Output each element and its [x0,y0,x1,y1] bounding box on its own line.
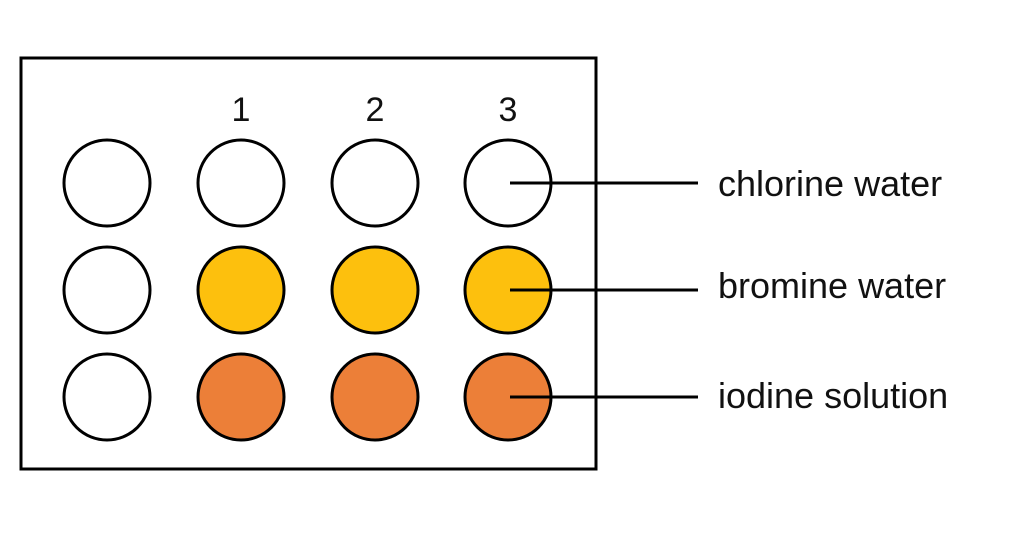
control-well-chlorine [62,138,152,228]
control-well-bromine [62,245,152,335]
column-label-3: 3 [499,91,518,129]
spotting-tile [19,56,598,471]
label-chlorine-water: chlorine water [718,163,942,204]
label-bromine-water: bromine water [718,265,946,306]
column-label-1: 1 [232,91,251,129]
column-label-2: 2 [366,91,385,129]
well-chlorine-1 [196,138,286,228]
label-iodine-solution: iodine solution [718,375,948,416]
well-iodine-2 [330,352,420,442]
well-iodine-1 [196,352,286,442]
control-well-iodine [62,352,152,442]
well-bromine-1 [196,245,286,335]
well-bromine-2 [330,245,420,335]
well-chlorine-2 [330,138,420,228]
